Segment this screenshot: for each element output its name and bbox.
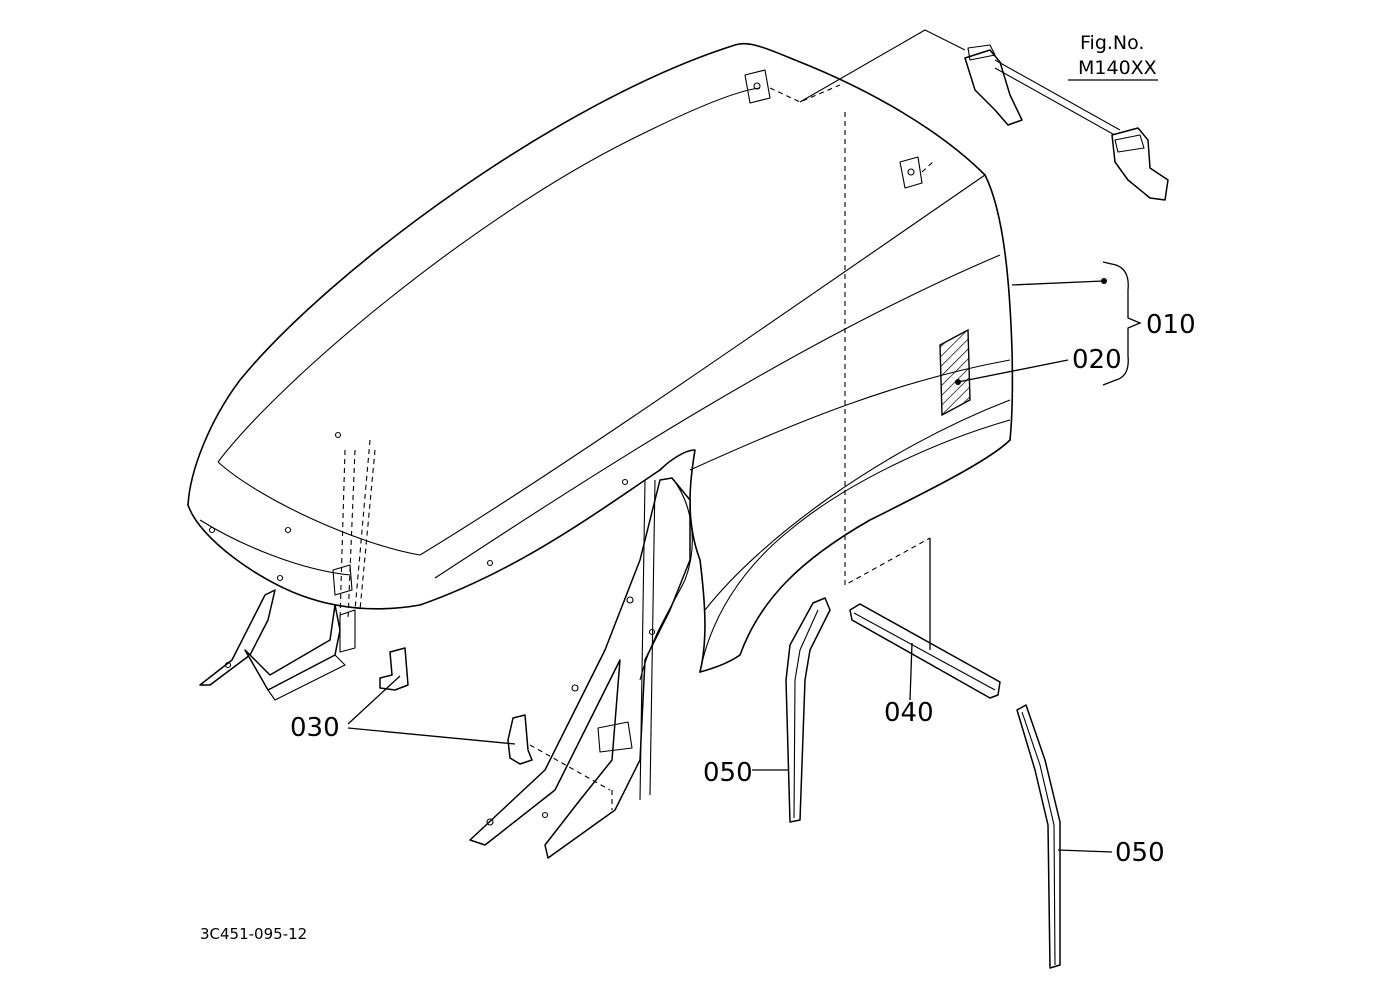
reference-hinge-assembly: [799, 29, 1169, 201]
seal-050-left: [785, 597, 831, 823]
fender-shell: [187, 42, 1014, 673]
reference-dashed-line: [844, 112, 931, 586]
callout-020: 020: [1072, 345, 1122, 375]
callout-050-left: 050: [703, 758, 753, 788]
leader-lines: [347, 79, 1158, 853]
drawing-code: 3C451-095-12: [200, 925, 307, 943]
callout-050-right: 050: [1115, 838, 1165, 868]
seal-040: [849, 603, 1001, 699]
stop-030-left: [379, 647, 409, 691]
stop-030-right: [507, 714, 533, 765]
pillar-bracket: [469, 477, 693, 859]
figure-ref-label: Fig.No.: [1080, 32, 1144, 54]
left-bracket: [199, 439, 376, 701]
callout-040: 040: [884, 698, 934, 728]
seal-050-right: [1016, 704, 1061, 969]
decal-020: [939, 328, 971, 417]
callout-030: 030: [290, 713, 340, 743]
callout-010: 010: [1146, 310, 1196, 340]
figure-ref-number: M140XX: [1078, 57, 1157, 79]
